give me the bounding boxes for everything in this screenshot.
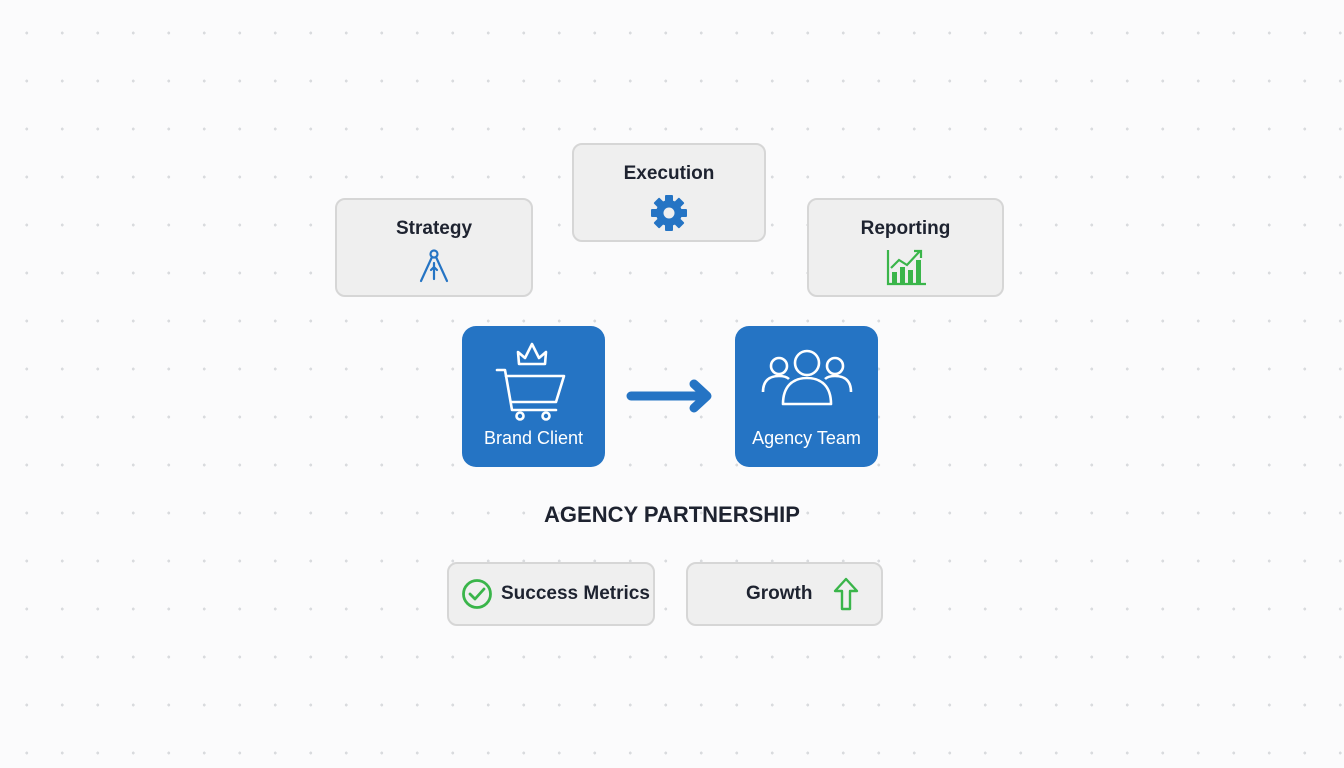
growth-card: Growth: [686, 562, 883, 626]
execution-card: Execution: [572, 143, 766, 242]
growth-label: Growth: [746, 583, 813, 604]
flow-arrow-icon: [626, 379, 712, 413]
team-icon: [761, 349, 852, 406]
success-metrics-card: Success Metrics: [447, 562, 655, 626]
check-circle-icon: [462, 579, 492, 609]
agency-team-label: Agency Team: [752, 428, 861, 448]
compass-icon: [419, 249, 449, 283]
agency-team-node: Agency Team: [735, 326, 878, 467]
gear-icon: [651, 195, 687, 231]
diagram-title: AGENCY PARTNERSHIP: [544, 502, 800, 527]
bar-chart-growth-icon: [886, 249, 926, 286]
success-metrics-label: Success Metrics: [501, 583, 650, 604]
strategy-card: Strategy: [335, 198, 533, 297]
reporting-label: Reporting: [860, 218, 951, 239]
strategy-label: Strategy: [395, 218, 473, 239]
crowned-cart-icon: [495, 342, 565, 421]
reporting-card: Reporting: [807, 198, 1004, 297]
execution-label: Execution: [623, 163, 715, 184]
brand-client-label: Brand Client: [483, 428, 584, 448]
brand-client-node: Brand Client: [462, 326, 605, 467]
arrow-up-icon: [833, 577, 858, 611]
